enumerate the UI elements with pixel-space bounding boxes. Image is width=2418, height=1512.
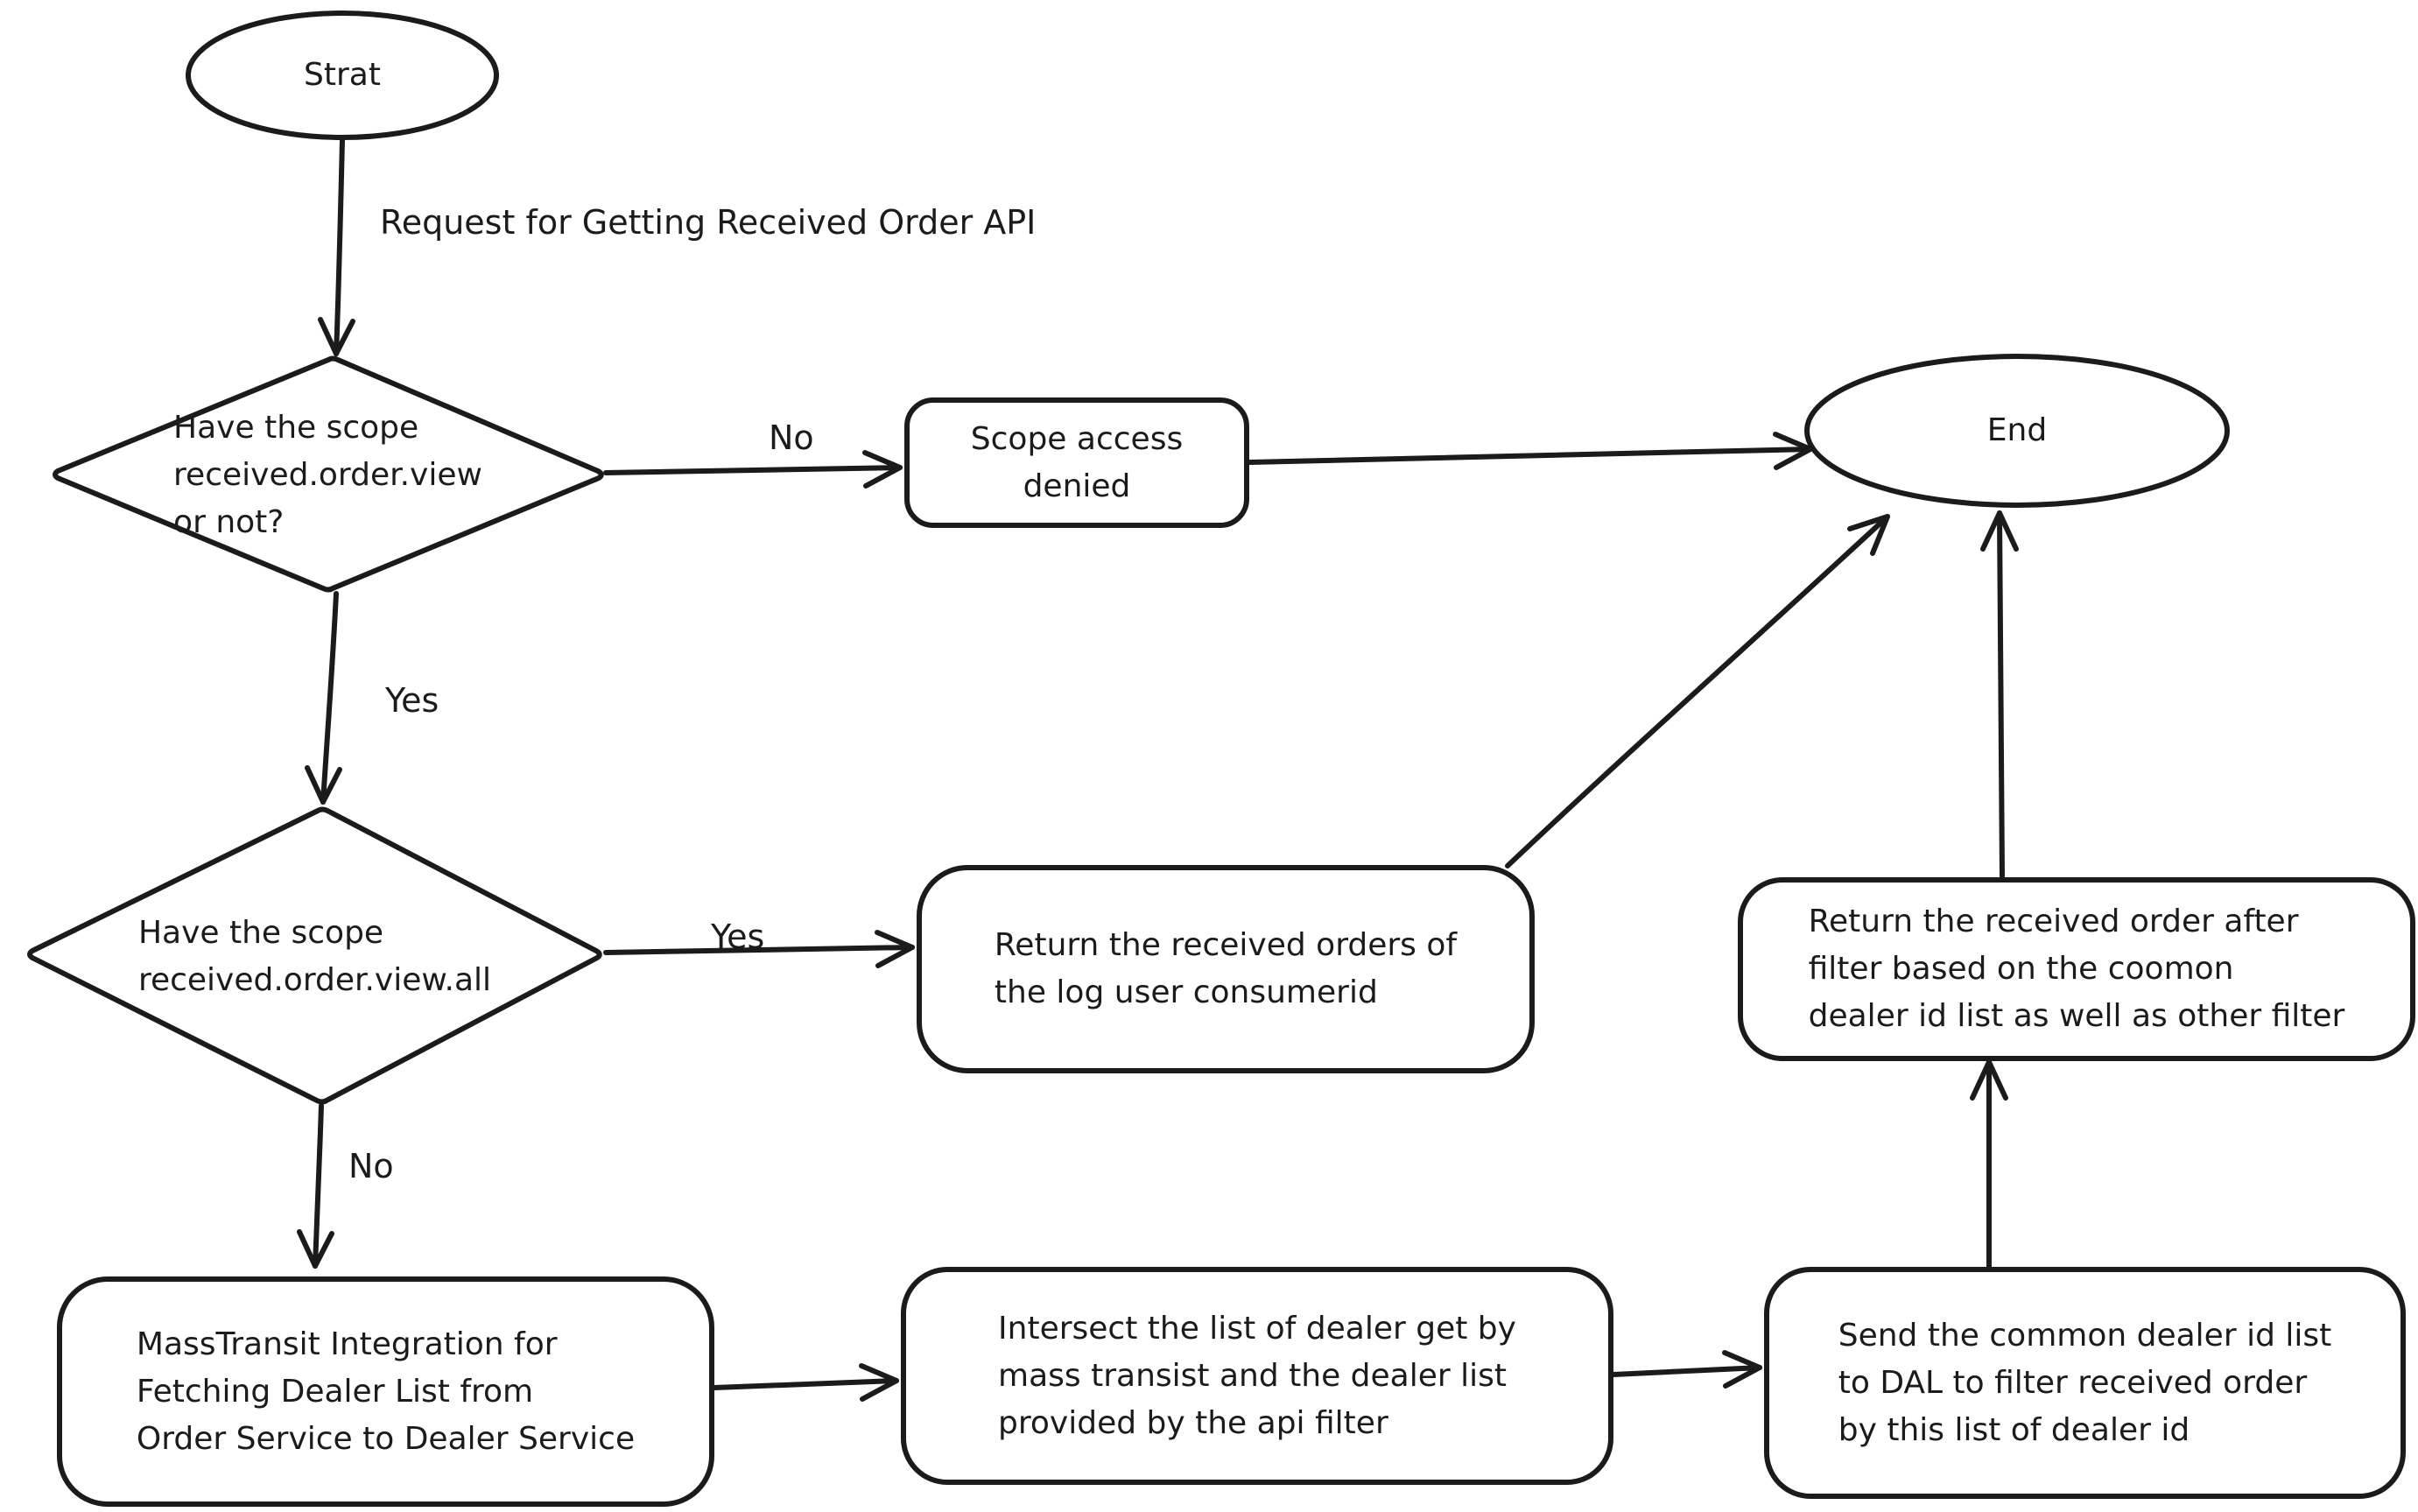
return-orders-box-shape xyxy=(917,865,1535,1073)
end-ellipse-shape xyxy=(1804,354,2230,508)
edge-return-after-filter-to-end xyxy=(1980,510,2019,879)
edge-return-orders-to-end xyxy=(1505,514,1890,869)
start-node-label: Strat xyxy=(304,57,381,93)
edge-label-decision1-yes: Yes xyxy=(385,681,439,720)
decision-scope-view-label: Have the scope received.order.view or no… xyxy=(173,409,482,540)
edge-decision1-no-to-denied xyxy=(603,450,903,489)
edge-label-decision2-no: No xyxy=(348,1147,394,1185)
masstransit-box-shape xyxy=(57,1276,714,1507)
return-after-filter-label: Return the received order after filter b… xyxy=(1808,904,2345,1034)
edge-denied-to-end xyxy=(1246,432,1813,470)
scope-denied-label: Scope access denied xyxy=(970,420,1184,504)
masstransit-integration-label: MassTransit Integration for Fetching Dea… xyxy=(136,1326,636,1457)
edge-decision2-no-to-masstransit xyxy=(297,1103,334,1269)
send-dealer-ids-box-shape xyxy=(1764,1267,2406,1499)
return-after-filter-box-shape xyxy=(1738,877,2415,1061)
edge-start-to-decision1 xyxy=(318,137,355,356)
edge-label-decision2-yes: Yes xyxy=(711,918,765,956)
decision-scope-view-all-label: Have the scope received.order.view.all xyxy=(137,914,492,998)
end-node-label: End xyxy=(1986,412,2048,448)
edge-label-decision1-no: No xyxy=(769,418,814,457)
decision-scope-view-all-diamond-shape xyxy=(27,806,602,1105)
intersect-box-shape xyxy=(901,1267,1613,1485)
decision-scope-view-diamond-shape xyxy=(53,355,604,593)
intersect-dealer-lists-label: Intersect the list of dealer get by mass… xyxy=(998,1310,1516,1441)
return-orders-consumerid-label: Return the received orders of the log us… xyxy=(994,927,1458,1010)
send-common-dealer-ids-label: Send the common dealer id list to DAL to… xyxy=(1838,1317,2332,1448)
edge-decision2-yes-to-return-orders xyxy=(603,930,915,968)
edge-intersect-to-send xyxy=(1611,1350,1762,1389)
edge-send-to-return-after-filter xyxy=(1970,1059,2008,1270)
edge-masstransit-to-intersect xyxy=(712,1363,899,1402)
start-ellipse-shape xyxy=(186,11,499,140)
edge-decision1-yes-to-decision2 xyxy=(305,591,342,805)
edge-label-request-api: Request for Getting Received Order API xyxy=(380,203,1037,242)
